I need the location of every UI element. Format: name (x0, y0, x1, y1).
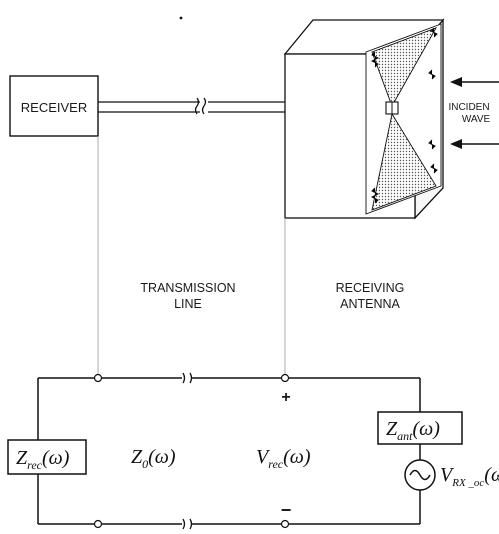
circuit-wires (37, 377, 421, 525)
z-rec-arg: (ω) (42, 447, 70, 469)
z0-label: Z0(ω) (131, 446, 176, 471)
terminal-bottom-left (93, 519, 103, 529)
minus-sign: − (281, 500, 292, 520)
v-rx-oc-arg: (ω) (484, 464, 499, 486)
incident-wave-arrows (450, 77, 499, 149)
v-rx-oc-label: VRX _oc(ω) (440, 464, 499, 489)
guide-lines (97, 136, 286, 378)
z0-sub: 0 (142, 457, 148, 471)
v-rx-oc-sub: RX _oc (451, 477, 484, 489)
cable-break-mark (194, 97, 200, 115)
z-rec-main: Z (16, 447, 28, 469)
receiver-label: RECEIVER (21, 100, 87, 115)
z-ant-arg: (ω) (412, 418, 440, 440)
terminal-bottom-right (280, 519, 290, 529)
terminal-top-right (280, 373, 290, 383)
stray-dot (179, 16, 183, 20)
terminals (93, 373, 290, 529)
bowtie-elements (371, 27, 437, 211)
v-rec-label: Vrec(ω) (256, 446, 311, 471)
resistor-loading-marks (370, 27, 438, 204)
z-ant-impedance: Zant(ω) (377, 411, 463, 445)
z-rec-impedance: Zrec(ω) (7, 439, 87, 475)
z0-main: Z (131, 446, 143, 468)
incident-wave-label-2: WAVE (462, 114, 491, 125)
v-rec-main: V (256, 446, 271, 468)
svg-text:Zant(ω): Zant(ω) (386, 418, 440, 443)
plus-sign: + (281, 389, 290, 406)
receiving-antenna-label-2: ANTENNA (340, 297, 400, 311)
v-rec-sub: rec (268, 457, 284, 471)
z-ant-main: Z (386, 418, 398, 440)
receiver-block: RECEIVER (9, 75, 99, 137)
circuit-break-marks (182, 372, 193, 530)
terminal-top-left (93, 373, 103, 383)
incident-wave-label-1: INCIDEN (448, 102, 489, 113)
transmission-line-label-2: LINE (174, 297, 202, 311)
z-ant-sub: ant (397, 429, 413, 443)
ac-voltage-source (404, 459, 436, 491)
v-rec-arg: (ω) (283, 446, 311, 468)
z-rec-sub: rec (27, 458, 43, 472)
svg-text:Zrec(ω): Zrec(ω) (16, 447, 70, 472)
transmission-line-label-1: TRANSMISSION (140, 281, 235, 295)
v-rx-oc-main: V (440, 464, 455, 486)
z0-arg: (ω) (148, 446, 176, 468)
receiving-antenna-label-1: RECEIVING (336, 281, 405, 295)
